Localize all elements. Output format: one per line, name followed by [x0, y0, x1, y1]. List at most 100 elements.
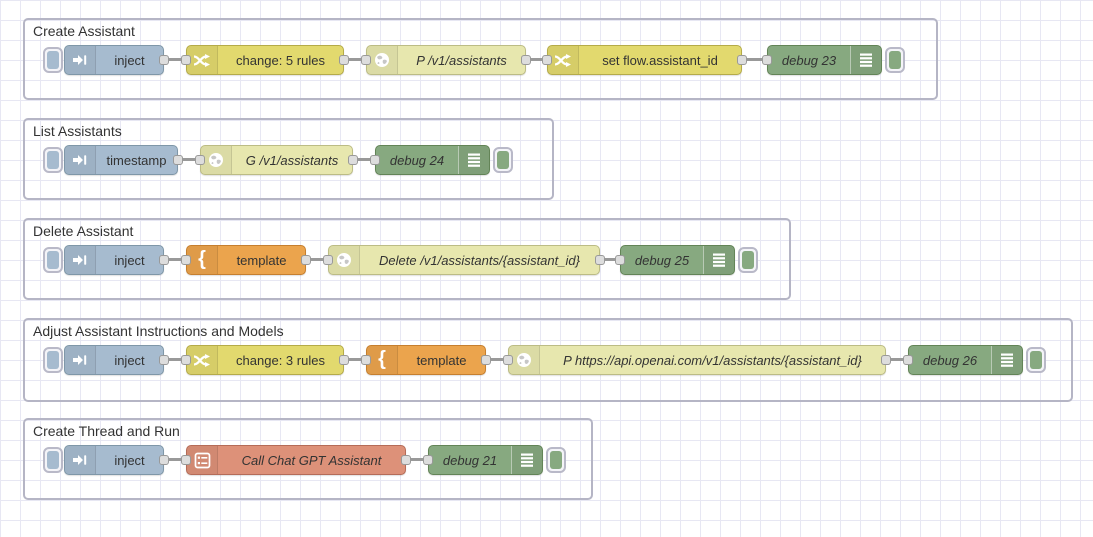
- wire[interactable]: [600, 258, 620, 261]
- wire[interactable]: [526, 58, 547, 61]
- inject-run-button[interactable]: [43, 47, 63, 73]
- wire[interactable]: [164, 258, 186, 261]
- inject-node[interactable]: timestamp: [64, 145, 178, 175]
- node-label: timestamp: [106, 152, 167, 168]
- output-port[interactable]: [401, 455, 411, 465]
- inject-run-button[interactable]: [43, 347, 63, 373]
- flow-group[interactable]: Create Thread and Run: [23, 418, 593, 500]
- output-port[interactable]: [301, 255, 311, 265]
- http-request-node[interactable]: P /v1/assistants: [366, 45, 526, 75]
- debug-list-icon: [511, 446, 542, 474]
- debug-node[interactable]: debug 25: [620, 245, 735, 275]
- flow-group[interactable]: Adjust Assistant Instructions and Models: [23, 318, 1073, 402]
- output-port[interactable]: [521, 55, 531, 65]
- globe-icon: [329, 246, 360, 274]
- curly-brace-icon: {: [367, 346, 398, 374]
- input-port[interactable]: [181, 55, 191, 65]
- wire[interactable]: [164, 358, 186, 361]
- output-port[interactable]: [173, 155, 183, 165]
- inject-run-button[interactable]: [43, 147, 63, 173]
- debug-node[interactable]: debug 26: [908, 345, 1023, 375]
- group-label: Create Assistant: [33, 23, 135, 39]
- debug-enable-button[interactable]: [1026, 347, 1046, 373]
- wire[interactable]: [486, 358, 508, 361]
- globe-icon: [367, 46, 398, 74]
- shuffle-icon: [187, 346, 218, 374]
- input-port[interactable]: [323, 255, 333, 265]
- wire[interactable]: [406, 458, 428, 461]
- input-port[interactable]: [542, 55, 552, 65]
- flow-group[interactable]: Create Assistant: [23, 18, 938, 100]
- output-port[interactable]: [159, 55, 169, 65]
- debug-enable-button-fill: [497, 151, 509, 169]
- http-request-node[interactable]: Delete /v1/assistants/{assistant_id}: [328, 245, 600, 275]
- debug-node[interactable]: debug 24: [375, 145, 490, 175]
- node-label: inject: [114, 352, 145, 368]
- node-label: inject: [114, 452, 145, 468]
- debug-enable-button[interactable]: [546, 447, 566, 473]
- inject-node[interactable]: inject: [64, 245, 164, 275]
- wire[interactable]: [306, 258, 328, 261]
- debug-node[interactable]: debug 21: [428, 445, 543, 475]
- output-port[interactable]: [159, 255, 169, 265]
- inject-run-button[interactable]: [43, 247, 63, 273]
- input-port[interactable]: [370, 155, 380, 165]
- node-label: inject: [114, 252, 145, 268]
- input-port[interactable]: [762, 55, 772, 65]
- debug-enable-button[interactable]: [885, 47, 905, 73]
- wire[interactable]: [178, 158, 200, 161]
- group-label: Adjust Assistant Instructions and Models: [33, 323, 284, 339]
- subflow-icon: [187, 446, 218, 474]
- input-port[interactable]: [503, 355, 513, 365]
- inject-node[interactable]: inject: [64, 45, 164, 75]
- curly-brace-icon: {: [187, 246, 218, 274]
- http-request-node[interactable]: G /v1/assistants: [200, 145, 353, 175]
- wire[interactable]: [886, 358, 908, 361]
- input-port[interactable]: [903, 355, 913, 365]
- wire[interactable]: [344, 58, 366, 61]
- debug-enable-button[interactable]: [493, 147, 513, 173]
- output-port[interactable]: [737, 55, 747, 65]
- debug-enable-button[interactable]: [738, 247, 758, 273]
- output-port[interactable]: [348, 155, 358, 165]
- http-request-node[interactable]: P https://api.openai.com/v1/assistants/{…: [508, 345, 886, 375]
- node-label: debug 26: [922, 352, 978, 368]
- template-node[interactable]: {template: [186, 245, 306, 275]
- change-node[interactable]: change: 5 rules: [186, 45, 344, 75]
- output-port[interactable]: [159, 455, 169, 465]
- wire[interactable]: [344, 358, 366, 361]
- change-node[interactable]: change: 3 rules: [186, 345, 344, 375]
- input-port[interactable]: [361, 55, 371, 65]
- wire[interactable]: [353, 158, 375, 161]
- output-port[interactable]: [595, 255, 605, 265]
- wire[interactable]: [164, 58, 186, 61]
- output-port[interactable]: [159, 355, 169, 365]
- change-node[interactable]: set flow.assistant_id: [547, 45, 742, 75]
- output-port[interactable]: [339, 55, 349, 65]
- inject-arrow-icon: [65, 446, 96, 474]
- input-port[interactable]: [181, 255, 191, 265]
- input-port[interactable]: [423, 455, 433, 465]
- input-port[interactable]: [181, 455, 191, 465]
- wire[interactable]: [742, 58, 767, 61]
- template-node[interactable]: {template: [366, 345, 486, 375]
- inject-node[interactable]: inject: [64, 345, 164, 375]
- input-port[interactable]: [615, 255, 625, 265]
- input-port[interactable]: [361, 355, 371, 365]
- subflow-node[interactable]: Call Chat GPT Assistant: [186, 445, 406, 475]
- inject-arrow-icon: [65, 346, 96, 374]
- inject-node[interactable]: inject: [64, 445, 164, 475]
- flow-group[interactable]: List Assistants: [23, 118, 554, 200]
- output-port[interactable]: [481, 355, 491, 365]
- wire[interactable]: [164, 458, 186, 461]
- flow-group[interactable]: Delete Assistant: [23, 218, 791, 300]
- input-port[interactable]: [181, 355, 191, 365]
- debug-node[interactable]: debug 23: [767, 45, 882, 75]
- input-port[interactable]: [195, 155, 205, 165]
- output-port[interactable]: [339, 355, 349, 365]
- inject-run-button-fill: [47, 351, 59, 369]
- node-label: Call Chat GPT Assistant: [241, 452, 382, 468]
- output-port[interactable]: [881, 355, 891, 365]
- inject-run-button[interactable]: [43, 447, 63, 473]
